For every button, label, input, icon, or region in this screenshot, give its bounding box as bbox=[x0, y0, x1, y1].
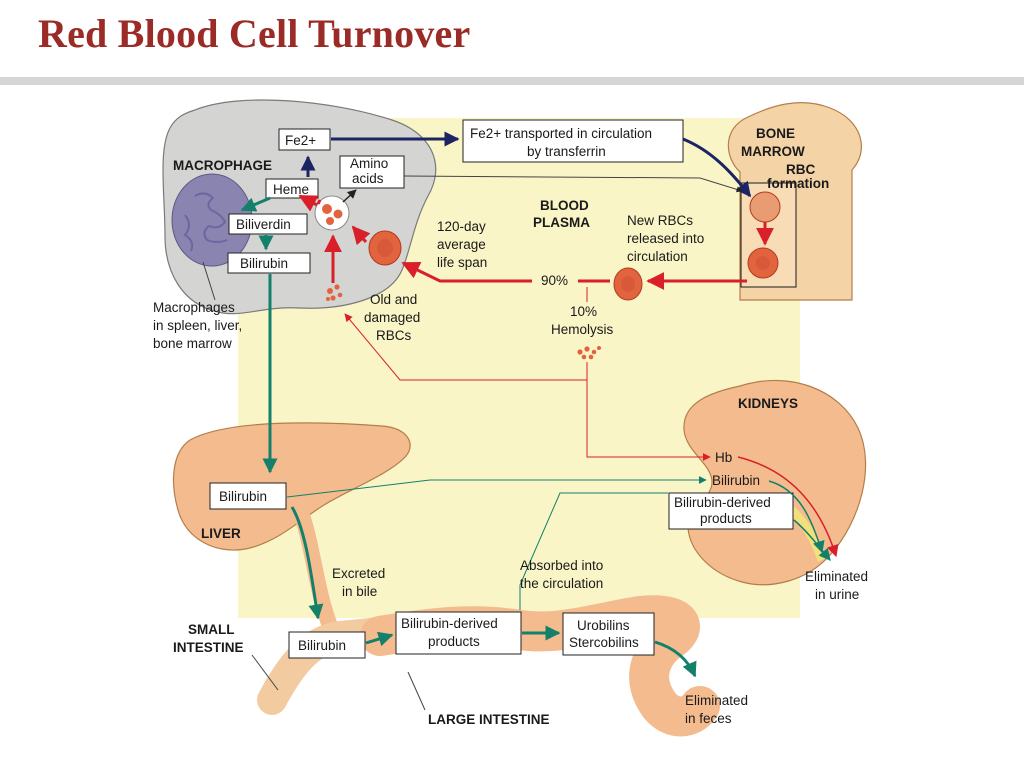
fe-transport-box bbox=[462, 119, 684, 163]
kidney-bilirubin-label: Bilirubin bbox=[712, 473, 760, 488]
old-damaged-line1: Old and bbox=[370, 292, 417, 307]
small-intestine-line1: SMALL bbox=[188, 622, 235, 637]
life-span-line1: 120-day bbox=[437, 219, 486, 234]
rbc-cell-marrow-bottom bbox=[747, 247, 779, 279]
excreted-bile-line1: Excreted bbox=[332, 566, 385, 581]
kidneys-label: KIDNEYS bbox=[738, 396, 798, 411]
rbc-cell-marrow-top bbox=[749, 191, 781, 223]
pointer-large-intestine bbox=[407, 671, 426, 711]
arrow-aging-to-macrophage bbox=[351, 225, 371, 246]
bilirubin-label-macrophage: Bilirubin bbox=[240, 256, 288, 271]
hb-label: Hb bbox=[715, 450, 732, 465]
ten-percent-label: 10% bbox=[570, 304, 597, 319]
arrow-ninety-to-aging bbox=[401, 261, 532, 283]
rbc-formation-line1: RBC bbox=[786, 162, 815, 177]
eliminated-feces-line2: in feces bbox=[685, 711, 732, 726]
amino-acids-line1: Amino bbox=[350, 156, 388, 171]
macrophage-label: MACROPHAGE bbox=[173, 158, 272, 173]
rbc-cell-new bbox=[613, 267, 643, 301]
liver bbox=[172, 422, 411, 551]
bone-marrow-line2: MARROW bbox=[741, 144, 805, 159]
macrophage-sites-line3: bone marrow bbox=[153, 336, 232, 351]
amino-acids-line2: acids bbox=[352, 171, 384, 186]
intestine-products-line2: products bbox=[428, 634, 480, 649]
liver-label: LIVER bbox=[201, 526, 241, 541]
blood-plasma-line2: PLASMA bbox=[533, 215, 590, 230]
large-intestine-label: LARGE INTESTINE bbox=[428, 712, 550, 727]
old-damaged-line3: RBCs bbox=[376, 328, 412, 343]
blood-plasma-line1: BLOOD bbox=[540, 198, 589, 213]
intestine-bilirubin-label: Bilirubin bbox=[298, 638, 346, 653]
fe-transport-line1: Fe2+ transported in circulation bbox=[470, 126, 652, 141]
eliminated-urine-line2: in urine bbox=[815, 587, 859, 602]
intestine-bilirubin-products-box bbox=[395, 611, 522, 655]
excreted-bile-line2: in bile bbox=[342, 584, 377, 599]
arrow-vesicle-to-heme bbox=[316, 199, 322, 205]
heme-label: Heme bbox=[273, 182, 309, 197]
arrow-vesicle-to-amino bbox=[342, 189, 357, 203]
line-absorbed-to-kidney bbox=[519, 492, 668, 610]
fe-label: Fe2+ bbox=[285, 133, 316, 148]
hemolysis-label: Hemolysis bbox=[551, 322, 614, 337]
liver-bilirubin-box bbox=[209, 482, 287, 510]
line-hemolysis-to-kidney bbox=[586, 380, 711, 461]
pointer-small-intestine bbox=[251, 654, 279, 691]
macrophage-sites-line1: Macrophages bbox=[153, 300, 235, 315]
fe-transport-line2: by transferrin bbox=[527, 144, 606, 159]
arrow-kidney-red bbox=[737, 456, 839, 558]
new-rbcs-line3: circulation bbox=[627, 249, 688, 264]
rbc-formation-line2: formation bbox=[767, 176, 829, 191]
intestine-bilirubin-box bbox=[288, 631, 366, 659]
arrow-transferrin-to-marrow bbox=[682, 137, 752, 198]
macrophage-sites-line2: in spleen, liver, bbox=[153, 318, 242, 333]
kidney-products-line1: Bilirubin-derived bbox=[674, 495, 771, 510]
bile-duct bbox=[292, 507, 338, 629]
urobilins-line2: Stercobilins bbox=[569, 635, 639, 650]
arrow-urobilins-to-feces bbox=[654, 640, 697, 678]
arrow-heme-to-biliverdin bbox=[240, 196, 271, 212]
small-intestine-line2: INTESTINE bbox=[173, 640, 244, 655]
hemolysis-fragments bbox=[577, 346, 601, 360]
urobilins-line1: Urobilins bbox=[577, 618, 630, 633]
rbc-cell-aging bbox=[368, 230, 402, 266]
new-rbcs-line2: released into bbox=[627, 231, 704, 246]
kidney-products-line2: products bbox=[700, 511, 752, 526]
title-divider bbox=[0, 77, 1024, 85]
slide-title: Red Blood Cell Turnover bbox=[38, 11, 471, 56]
heme-box bbox=[265, 178, 319, 199]
absorbed-line1: Absorbed into bbox=[520, 558, 603, 573]
biliverdin-box bbox=[228, 213, 308, 235]
life-span-line2: average bbox=[437, 237, 486, 252]
line-amino-acids-to-marrow bbox=[403, 175, 743, 193]
eliminated-urine-line1: Eliminated bbox=[805, 569, 868, 584]
biliverdin-label: Biliverdin bbox=[236, 217, 291, 232]
bone-marrow-line1: BONE bbox=[756, 126, 795, 141]
life-span-line3: life span bbox=[437, 255, 487, 270]
amino-acids-box bbox=[339, 155, 405, 189]
bilirubin-box-macrophage bbox=[227, 252, 311, 274]
urobilins-box bbox=[562, 612, 655, 656]
old-damaged-line2: damaged bbox=[364, 310, 420, 325]
intestine-products-line1: Bilirubin-derived bbox=[401, 616, 498, 631]
new-rbcs-line1: New RBCs bbox=[627, 213, 693, 228]
absorbed-line2: the circulation bbox=[520, 576, 603, 591]
line-hemolysis-to-damaged bbox=[344, 313, 588, 381]
eliminated-feces-line1: Eliminated bbox=[685, 693, 748, 708]
ninety-percent-label: 90% bbox=[541, 273, 568, 288]
fe-box bbox=[278, 128, 331, 151]
pointer-macrophage-sites bbox=[202, 261, 216, 301]
kidney-bilirubin-products-box bbox=[668, 492, 794, 530]
phagocytic-vesicle bbox=[314, 195, 350, 231]
arrow-liver-to-bile bbox=[290, 506, 324, 620]
arrow-kidney-green-1 bbox=[768, 480, 825, 554]
liver-bilirubin-label: Bilirubin bbox=[219, 489, 267, 504]
line-liver-to-kidney-bilirubin bbox=[286, 476, 707, 498]
arrow-vesicle-heme bbox=[298, 194, 319, 212]
damaged-rbc-fragments bbox=[326, 284, 343, 301]
arrow-bilirubin-to-products bbox=[365, 631, 394, 647]
